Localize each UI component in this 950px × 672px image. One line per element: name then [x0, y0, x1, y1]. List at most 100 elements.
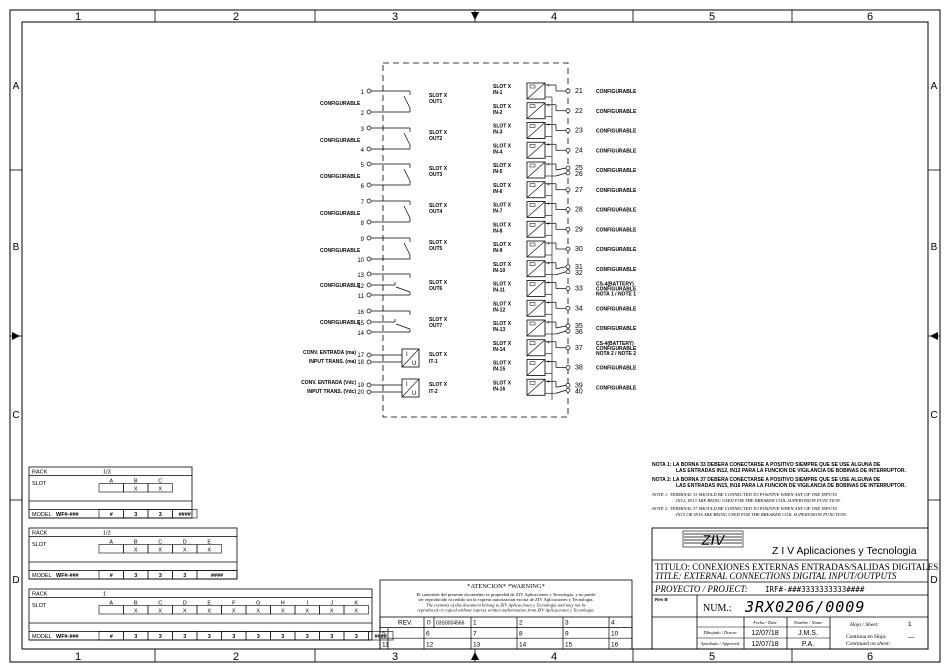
model-cell-value: 3	[306, 634, 309, 640]
model-cell-value: ####	[179, 512, 191, 518]
warning-line-2: ser reproducido ni cedido sin la expresa…	[418, 597, 593, 602]
terminal-circle	[366, 219, 372, 225]
slot-label: SLOT X	[429, 352, 448, 358]
plus-sign: +	[547, 261, 550, 267]
center-mark-right	[930, 332, 938, 340]
logo-text: ZIV	[700, 532, 726, 549]
warning-line-3: The contents of this document belong to …	[426, 603, 586, 608]
terminal-circle	[366, 352, 372, 358]
opto-symbol	[529, 302, 536, 306]
wire	[555, 271, 567, 276]
slot-label: SLOT X	[493, 380, 512, 386]
output-label: CONFIGURABLE	[320, 283, 361, 289]
terminal-number: 4	[361, 148, 365, 154]
terminal-number: 29	[575, 226, 583, 233]
row-label-right: B	[931, 242, 938, 253]
slot-label: SLOT X	[493, 341, 512, 347]
approved-date: 12/07/18	[751, 641, 778, 648]
terminal-circle	[366, 319, 372, 325]
input-label: CONFIGURABLE	[596, 247, 637, 253]
terminal-circle	[565, 345, 571, 351]
terminal-circle	[565, 328, 571, 334]
slot-letter: A	[109, 601, 113, 607]
transducer-label: INPUT TRANS. (ma)	[309, 359, 356, 365]
slot-mark: X	[232, 609, 236, 615]
terminal-number: 25	[575, 165, 583, 172]
terminal-number: 27	[575, 187, 583, 194]
wire	[395, 323, 411, 330]
slot-label: SLOT X	[493, 203, 512, 209]
wire	[526, 359, 546, 376]
terminal-circle	[366, 161, 372, 167]
column-label-top: 2	[233, 11, 239, 23]
title-block: ZIV Z I V Aplicaciones y Tecnologia TITU…	[651, 527, 938, 650]
slot-label: SLOT X	[429, 280, 448, 286]
terminal-circle	[565, 88, 571, 94]
wire	[526, 221, 546, 238]
input-label-2: CONFIGURABLE	[596, 287, 637, 293]
terminal-number: 12	[357, 284, 364, 290]
model-cell-value: 3	[159, 573, 162, 579]
terminal-circle	[366, 182, 372, 188]
model-cell-value: 3	[134, 634, 137, 640]
slot-letter: E	[207, 601, 211, 607]
output-label: CONFIGURABLE	[320, 174, 361, 180]
slot-header: SLOT	[32, 603, 47, 609]
row-label-left: D	[12, 575, 19, 586]
company-name: Z I V Aplicaciones y Tecnologia	[772, 545, 917, 557]
slot-label: SLOT X	[493, 163, 512, 169]
plus-sign: +	[547, 379, 550, 385]
slot-cell	[147, 483, 173, 493]
titulo-text: TITULO: CONEXIONES EXTERNAS ENTRADAS/SAL…	[655, 562, 938, 572]
opto-symbol	[529, 262, 536, 266]
terminal-circle	[565, 382, 571, 388]
approved-name: P.A.	[802, 641, 814, 648]
wire	[526, 280, 546, 297]
slot-label: SLOT X	[493, 262, 512, 268]
terminal-number: 34	[575, 305, 583, 312]
output-name: OUT7	[429, 323, 443, 329]
input-name: IN-7	[493, 209, 503, 215]
rev-0-code: 03S0004566	[436, 621, 465, 627]
slot-header: SLOT	[32, 542, 47, 548]
column-label-bottom: 3	[392, 651, 398, 663]
opto-symbol	[529, 104, 536, 108]
slot-label: SLOT X	[493, 183, 512, 189]
slot-letter: A	[109, 479, 113, 485]
fecha-label: Fecha / Date	[752, 620, 777, 625]
warning-block: *ATENCION* *WARNING* El contenido del pr…	[379, 579, 633, 650]
model-cell-value: 3	[134, 512, 137, 518]
slot-label: SLOT X	[429, 93, 448, 99]
model-label: MODEL	[32, 634, 52, 640]
wire	[403, 95, 411, 109]
input-label: CONFIGURABLE	[596, 267, 637, 273]
slot-label: SLOT X	[493, 104, 512, 110]
terminal-number: 22	[575, 108, 583, 115]
terminal-number: 33	[575, 286, 583, 293]
row-label-left: A	[13, 81, 20, 92]
model-label: MODEL	[32, 512, 52, 518]
slot-label: SLOT X	[429, 166, 448, 172]
rev-number: 8	[519, 631, 523, 638]
rack-value: 1/2	[103, 531, 111, 537]
input-label: CONFIGURABLE	[596, 366, 637, 372]
terminal-circle	[366, 235, 372, 241]
plus-sign: +	[547, 300, 550, 306]
model-cell-value: #	[110, 634, 113, 640]
slot-mark: X	[158, 548, 162, 554]
terminal-circle	[366, 146, 372, 152]
slot-letter: G	[256, 601, 260, 607]
slot-letter: J	[330, 601, 333, 607]
wire	[555, 384, 567, 388]
slot-label: SLOT X	[493, 124, 512, 130]
transducer-symbol-u: U	[412, 361, 416, 367]
